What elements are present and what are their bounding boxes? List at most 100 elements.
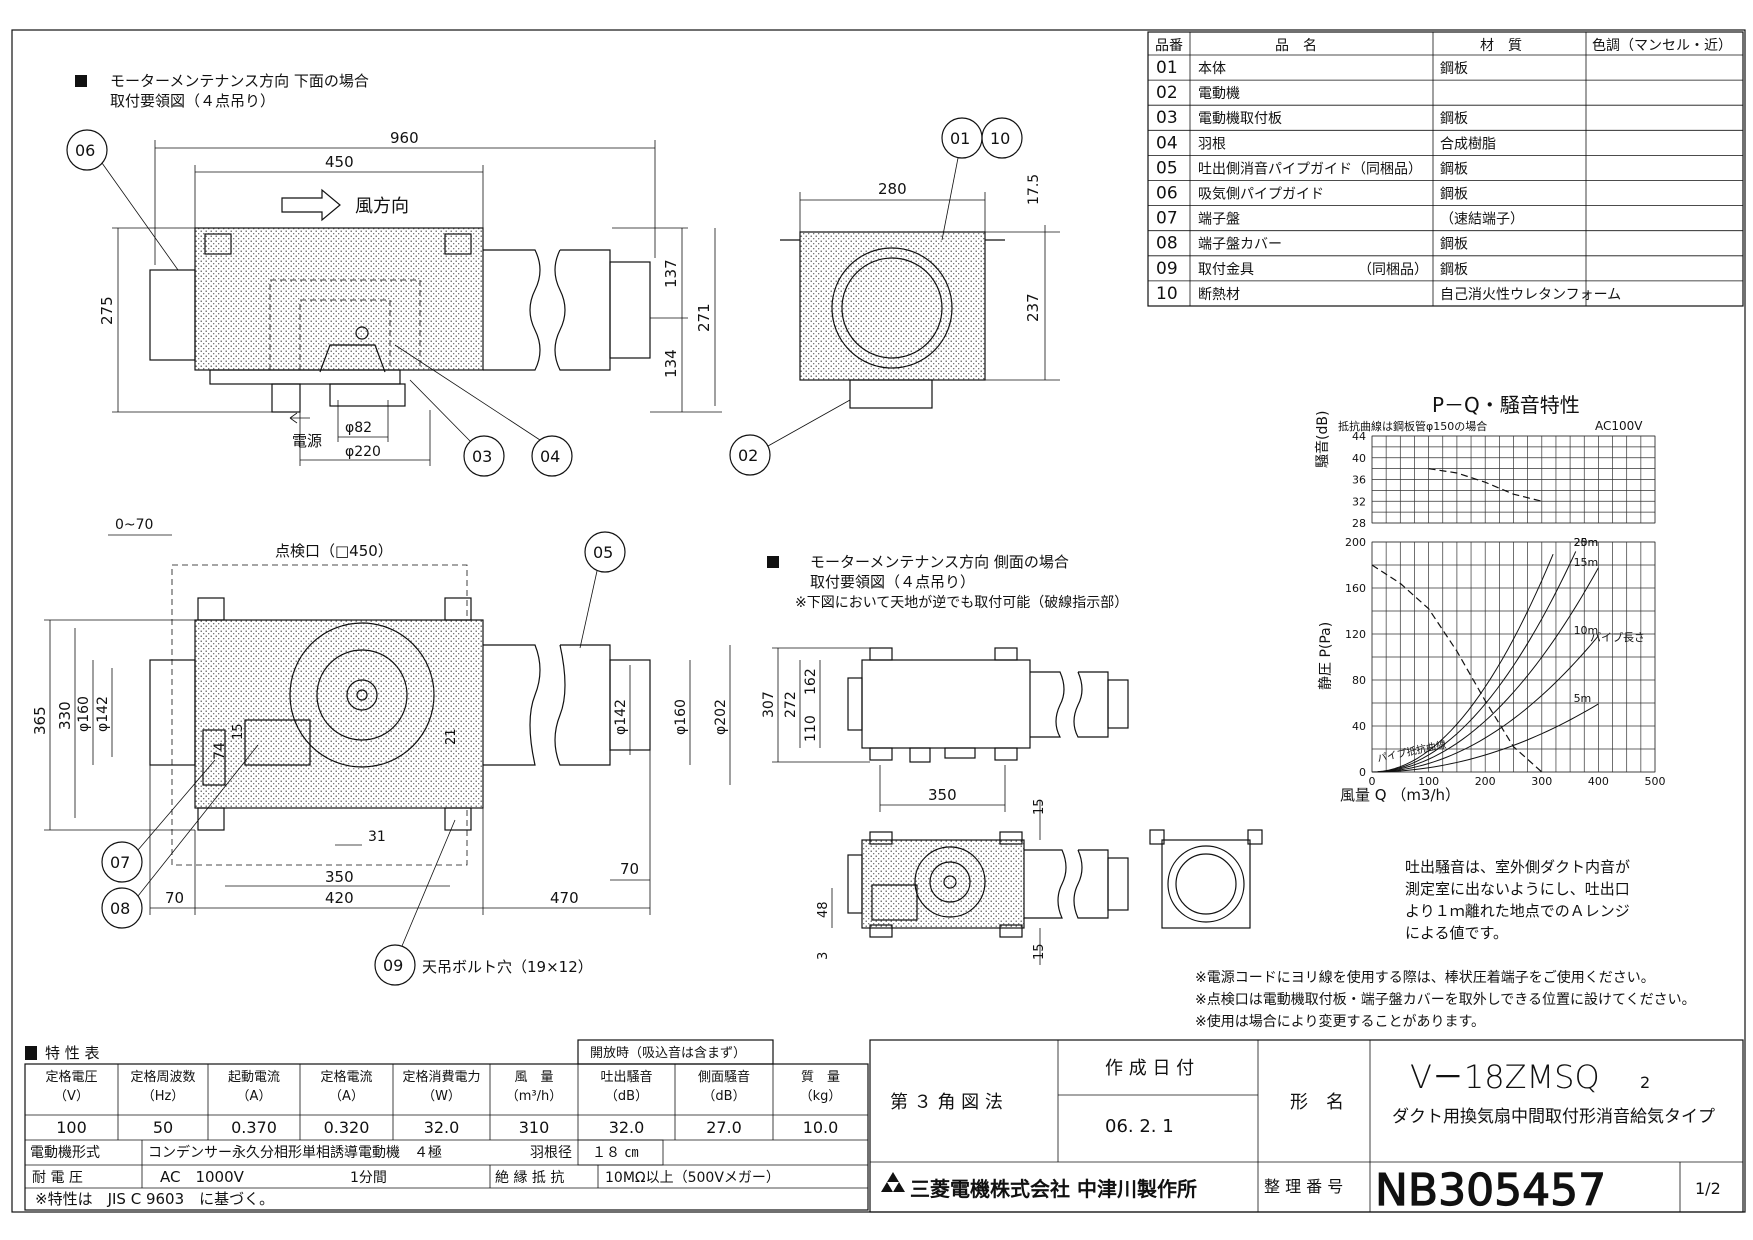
projection-method: 第 ３ 角 図 法 <box>890 1092 1003 1113</box>
part-number: 10 <box>1156 284 1178 304</box>
voltage-resist-label: 耐 電 圧 <box>32 1170 83 1186</box>
pipe-length-label: 10m <box>1574 624 1599 637</box>
motor-type-value: コンデンサー永久分相形単相誘導電動機 ４極 <box>148 1144 442 1161</box>
spec-header: 定格電流 <box>320 1069 372 1085</box>
spec-value: 310 <box>519 1118 550 1137</box>
dim-272: 272 <box>783 691 799 718</box>
dim-450: 450 <box>325 153 354 171</box>
side-casing-lower <box>861 839 1025 929</box>
blade-label: 羽根径 <box>530 1145 572 1161</box>
bracket <box>444 233 472 255</box>
noise-ylabel: 騒音(dB) <box>1314 411 1331 468</box>
part-name: 端子盤 <box>1198 212 1240 228</box>
spec-unit: （Hz） <box>142 1089 185 1104</box>
spec-value: 27.0 <box>706 1118 742 1137</box>
dim-phi160: φ160 <box>76 696 92 732</box>
part-name: 吸気側パイプガイド <box>1198 187 1324 203</box>
silencer-pipe-right <box>554 249 611 371</box>
pressure-ytick: 0 <box>1359 766 1366 779</box>
balloon-01: 01 <box>950 129 970 148</box>
page-number: 1/2 <box>1695 1179 1721 1198</box>
impeller-outline <box>319 344 386 373</box>
pipe-resistance-curve <box>1371 703 1599 773</box>
noise-ytick: 36 <box>1352 474 1366 487</box>
noise-note-4: による値です。 <box>1405 924 1508 942</box>
pressure-ytick: 200 <box>1345 536 1366 549</box>
spec-unit: （A） <box>329 1089 364 1104</box>
spec-header: 吐出騒音 <box>600 1069 652 1085</box>
wind-direction-label: 風方向 <box>355 196 409 217</box>
balloon-03: 03 <box>472 447 492 466</box>
noise-note-3: より１ｍ離れた地点でのＡレンジ <box>1405 902 1630 920</box>
mitsubishi-logo-icon <box>881 1172 905 1192</box>
parts-header-material: 材 質 <box>1480 38 1522 54</box>
blade-value: １８ ㎝ <box>592 1145 638 1161</box>
part-name: 取付金具 <box>1198 262 1254 278</box>
spec-title: 特 性 表 <box>45 1044 100 1062</box>
noise-curve <box>1428 468 1542 502</box>
balloon-04: 04 <box>540 447 560 466</box>
model-number: V－18ZMSQ <box>1410 1058 1600 1096</box>
pipe-length-label: 25m <box>1574 536 1599 549</box>
dim-330: 330 <box>56 701 74 730</box>
dim-134: 134 <box>662 349 680 378</box>
outlet-guide <box>609 261 651 359</box>
motor-type-label: 電動機形式 <box>30 1145 100 1161</box>
motor-bottom <box>329 383 406 407</box>
inlet-pipe-guide <box>149 269 196 361</box>
side-view-subheading: 取付要領図（４点吊り） <box>810 573 975 591</box>
dim-phi82: φ82 <box>345 420 372 436</box>
dim-21: 21 <box>444 728 459 745</box>
chart-voltage: AC100V <box>1595 419 1643 433</box>
plan-casing <box>194 619 484 809</box>
part-material: 鋼板 <box>1440 262 1468 278</box>
dim-15: 15 <box>231 723 246 740</box>
balloon-08: 08 <box>110 899 130 918</box>
dim-phi202: φ202 <box>713 699 729 735</box>
noise-ytick: 32 <box>1352 495 1366 508</box>
dim-350-side: 350 <box>928 786 957 804</box>
pressure-ytick: 120 <box>1345 628 1366 641</box>
side-casing <box>861 659 1031 749</box>
model-description: ダクト用換気扇中間取付形消音給気タイプ <box>1392 1107 1715 1127</box>
part-material: 自己消火性ウレタンフォーム <box>1440 287 1621 303</box>
dim-137: 137 <box>662 259 680 288</box>
part-number: 08 <box>1156 234 1178 254</box>
part-note: （同梱品） <box>1358 262 1428 278</box>
part-name: 吐出側消音パイプガイド（同梱品） <box>1198 160 1422 177</box>
spec-value: 0.370 <box>231 1118 277 1137</box>
part-name: 断熱材 <box>1198 287 1240 303</box>
spec-unit: （dB） <box>605 1089 648 1104</box>
pressure-ytick: 160 <box>1345 582 1366 595</box>
dim-275: 275 <box>98 296 116 325</box>
part-material: 鋼板 <box>1440 237 1468 253</box>
pipe-length-label: 5m <box>1574 692 1592 705</box>
dim-3: 3 <box>816 952 831 960</box>
spec-value: 0.320 <box>324 1118 370 1137</box>
part-material: 鋼板 <box>1440 61 1468 77</box>
inspection-opening-label: 点検口（□450） <box>275 542 393 560</box>
chart-xtick: 300 <box>1531 775 1552 788</box>
plan-view: 0~70 点検口（□450） 365 330 φ160 φ142 φ142 φ1… <box>31 517 731 986</box>
dim-420: 420 <box>325 889 354 907</box>
part-name: 羽根 <box>1198 136 1226 152</box>
pipe-resistance-curve <box>1371 635 1599 773</box>
motor-plate <box>209 369 401 385</box>
pressure-ytick: 40 <box>1352 720 1366 733</box>
spec-header: 質 量 <box>801 1070 840 1085</box>
balloon-07: 07 <box>110 853 130 872</box>
chart-xtick: 100 <box>1418 775 1439 788</box>
notes: 吐出騒音は、室外側ダクト内音が 測定室に出ないようにし、吐出口 より１ｍ離れた地… <box>1195 858 1696 1030</box>
dim-162: 162 <box>803 668 819 695</box>
side-view: モーターメンテナンス方向 側面の場合 取付要領図（４点吊り） ※下図において天地… <box>761 553 1263 965</box>
bottom-view-subheading: 取付要領図（４点吊り） <box>110 92 275 110</box>
pressure-ytick: 80 <box>1352 674 1366 687</box>
part-material: 鋼板 <box>1440 187 1468 203</box>
spec-footnote: ※特性は JIS C 9603 に基づく。 <box>35 1190 274 1208</box>
wind-direction-arrow-icon <box>281 188 341 222</box>
part-material: 鋼板 <box>1440 161 1468 177</box>
spec-table: 特 性 表 開放時（吸込音は含まず） ※特性は JIS C 9603 に基づく。… <box>24 1039 869 1211</box>
dim-15-bottom: 15 <box>1032 943 1047 960</box>
date-label: 作 成 日 付 <box>1105 1058 1194 1079</box>
title-block: 第 ３ 角 図 法 作 成 日 付 06. 2. 1 形 名 V－18ZMSQ … <box>869 1039 1744 1217</box>
